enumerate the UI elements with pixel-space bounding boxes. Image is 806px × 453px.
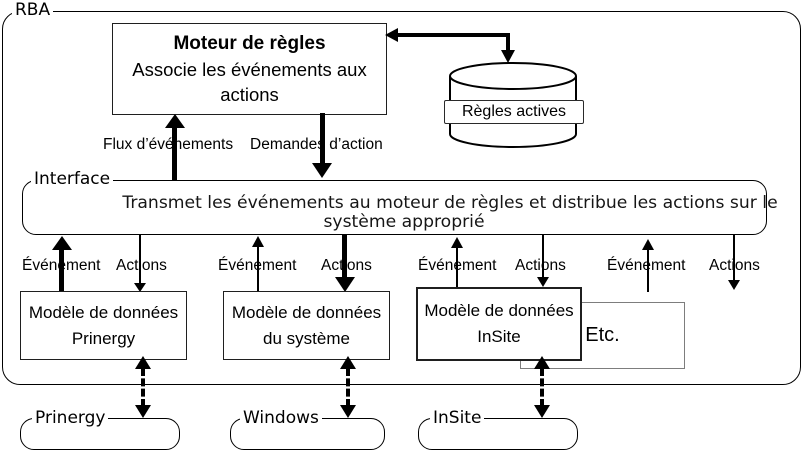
system-prinergy-label: Prinergy bbox=[32, 409, 109, 428]
system-insite-label: InSite bbox=[430, 409, 485, 428]
link-windows-dashed-line bbox=[346, 368, 350, 407]
rule-engine-desc-line2: actions bbox=[220, 84, 279, 105]
events-flow-arrow-line bbox=[172, 127, 177, 180]
data-model-box-insite: Modèle de données InSite bbox=[416, 287, 582, 361]
data-model-insite-line2: InSite bbox=[477, 327, 521, 346]
rules-store-label-box: Règles actives bbox=[444, 100, 584, 124]
data-model-prinergy-line1: Modèle de données bbox=[28, 302, 179, 322]
data-model-prinergy-line2: Prinergy bbox=[71, 328, 136, 348]
interface-label: Interface bbox=[31, 170, 114, 189]
link-insite-dashed-line bbox=[540, 368, 544, 407]
connector-down-arrowhead-icon bbox=[501, 50, 515, 63]
action-requests-arrowhead-icon bbox=[312, 163, 332, 178]
rule-engine-title: Moteur de règles bbox=[173, 33, 326, 54]
link-windows-up-arrowhead-icon bbox=[340, 356, 356, 369]
channel1-event-arrowhead-icon bbox=[52, 236, 72, 250]
channel1-actions-label: Actions bbox=[116, 257, 167, 274]
connector-vertical-line bbox=[506, 33, 510, 52]
data-model-system-line2: du système bbox=[263, 328, 350, 348]
channel3-actions-arrowhead-icon bbox=[537, 277, 549, 287]
channel1-actions-arrow-line bbox=[139, 234, 141, 283]
channel2-actions-arrow-line bbox=[342, 234, 347, 277]
data-model-box-system: Modèle de données du système bbox=[223, 291, 390, 360]
rule-engine-box: Moteur de règles Associe les événements … bbox=[112, 23, 387, 115]
etc-label: Etc. bbox=[585, 324, 620, 346]
data-model-box-prinergy: Modèle de données Prinergy bbox=[20, 291, 187, 360]
channel3-event-arrow-line bbox=[456, 247, 458, 287]
link-prinergy-down-arrowhead-icon bbox=[135, 405, 151, 418]
data-model-insite-line1: Modèle de données bbox=[424, 301, 574, 320]
channel1-actions-arrowhead-icon bbox=[134, 283, 146, 292]
data-model-system-line1: Modèle de données bbox=[231, 302, 382, 322]
link-prinergy-up-arrowhead-icon bbox=[135, 356, 151, 369]
system-windows-label: Windows bbox=[240, 409, 322, 428]
rba-label: RBA bbox=[12, 1, 54, 20]
channel3-actions-arrow-line bbox=[542, 234, 544, 277]
connector-left-arrowhead-icon bbox=[385, 28, 398, 42]
events-flow-arrowhead-icon bbox=[165, 114, 185, 128]
rba-group-box bbox=[2, 11, 801, 385]
interface-box bbox=[22, 180, 767, 235]
channel2-event-arrowhead-icon bbox=[252, 236, 264, 247]
system-box-insite bbox=[418, 418, 578, 450]
interface-desc-line2: système approprié bbox=[323, 212, 485, 232]
link-insite-up-arrowhead-icon bbox=[534, 356, 550, 369]
link-windows-down-arrowhead-icon bbox=[340, 405, 356, 418]
channel2-event-arrow-line bbox=[257, 246, 259, 292]
link-insite-down-arrowhead-icon bbox=[534, 405, 550, 418]
channel4-event-arrowhead-icon bbox=[642, 239, 654, 250]
action-requests-label: Demandes d’action bbox=[250, 136, 383, 153]
action-requests-arrow-line bbox=[320, 113, 325, 164]
channel4-event-label: Événement bbox=[607, 257, 685, 274]
channel3-event-arrowhead-icon bbox=[451, 237, 463, 248]
channel4-actions-arrow-line bbox=[733, 234, 735, 280]
link-prinergy-dashed-line bbox=[141, 368, 145, 407]
channel3-actions-label: Actions bbox=[515, 257, 566, 274]
rule-engine-desc-line1: Associe les événements aux bbox=[132, 59, 367, 80]
channel4-event-arrow-line bbox=[647, 249, 649, 292]
interface-desc-line1: Transmet les événements au moteur de règ… bbox=[122, 193, 778, 213]
channel2-actions-arrowhead-icon bbox=[335, 277, 355, 292]
channel4-actions-arrowhead-icon bbox=[728, 280, 740, 290]
rules-store-label: Règles actives bbox=[461, 103, 567, 120]
events-flow-label: Flux d’événements bbox=[103, 136, 234, 153]
connector-horizontal-line bbox=[396, 33, 510, 37]
channel1-event-arrow-line bbox=[59, 249, 64, 292]
